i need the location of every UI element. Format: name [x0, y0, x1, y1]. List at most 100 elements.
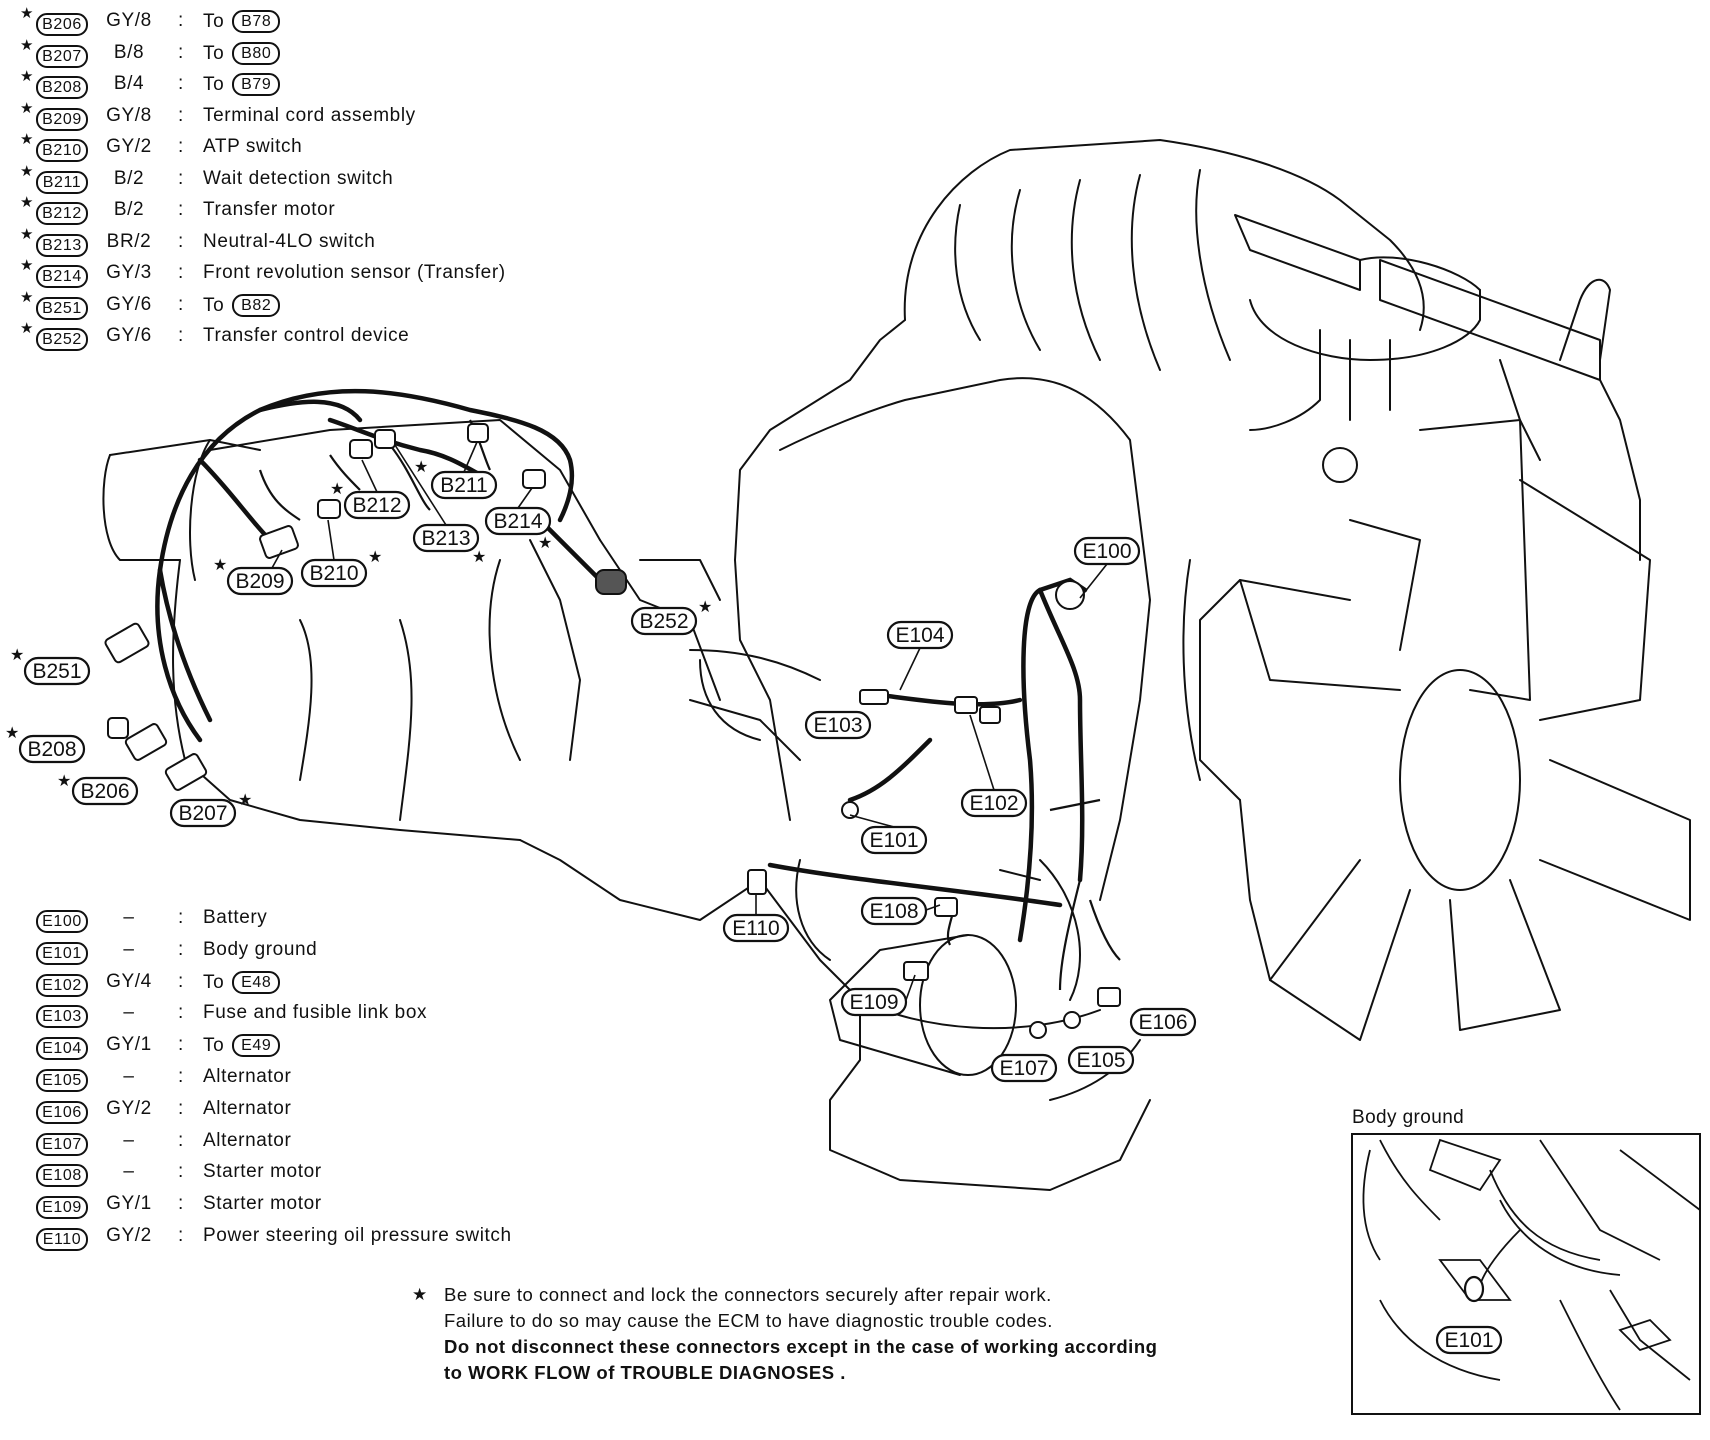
legend-connector-id: B208 [36, 76, 88, 99]
legend-description: Terminal cord assembly [203, 105, 416, 127]
legend-connector-id: B252 [36, 328, 88, 351]
legend-description: To B80 [203, 41, 281, 65]
legend-description-text: Alternator [203, 1129, 292, 1151]
legend-description-text: Starter motor [203, 1161, 322, 1183]
legend-star: ★ [20, 287, 35, 306]
legend-description: Body ground [203, 939, 317, 961]
svg-text:★: ★ [57, 771, 71, 790]
legend-star: ★ [20, 319, 35, 337]
legend-description-text: Battery [203, 907, 268, 928]
legend-wire-color: GY/1 [106, 1193, 152, 1215]
legend-wire-color: GY/1 [106, 1034, 152, 1056]
legend-description-text: Fuse and fusible link box [203, 1002, 428, 1024]
svg-text:★: ★ [5, 723, 19, 742]
legend-wire-color: – [123, 1129, 135, 1151]
legend-description-text: To [203, 42, 225, 64]
legend-reference-connector: B80 [232, 41, 281, 65]
svg-text:★: ★ [10, 645, 24, 664]
legend-star: ★ [20, 98, 35, 117]
callout-b252: B252 [630, 606, 698, 636]
legend-description-text: To [203, 971, 225, 993]
svg-text:★: ★ [538, 533, 552, 552]
svg-text:E107: E107 [999, 1057, 1048, 1080]
legend-description-text: To [203, 11, 225, 32]
legend-wire-color: GY/8 [106, 10, 152, 31]
legend-wire-color: BR/2 [106, 230, 152, 252]
svg-text:B251: B251 [32, 660, 81, 683]
inset-body-ground: E101 [1351, 1133, 1701, 1415]
legend-connector-id: B213 [36, 233, 88, 257]
legend-separator: : [178, 1193, 184, 1215]
legend-separator: : [178, 10, 184, 31]
legend-description: Neutral-4LO switch [203, 231, 375, 253]
svg-text:E101: E101 [1444, 1329, 1493, 1352]
legend-connector-id: E100 [36, 910, 88, 933]
legend-description-text: Starter motor [203, 1193, 322, 1215]
svg-text:★: ★ [414, 457, 428, 476]
svg-text:★: ★ [330, 479, 344, 498]
legend-description: Alternator [203, 1066, 291, 1088]
svg-text:★: ★ [472, 547, 486, 566]
legend-connector-id: E102 [36, 973, 88, 997]
cooling-fan [1199, 419, 1691, 1041]
legend-description-text: Transfer motor [203, 199, 336, 220]
legend-wire-color: – [123, 938, 135, 960]
legend-star: ★ [20, 130, 35, 148]
legend-wire-color: GY/6 [106, 293, 152, 315]
legend-separator: : [178, 1129, 184, 1151]
legend-description-text: To [203, 294, 225, 316]
legend-reference-connector: B82 [232, 293, 281, 317]
svg-text:B252: B252 [639, 610, 688, 633]
svg-text:B210: B210 [309, 562, 358, 585]
legend-star: ★ [20, 67, 35, 85]
callout-e105: E105 [1067, 1045, 1135, 1075]
legend-separator: : [178, 104, 184, 126]
callout-b208: B208 [18, 734, 86, 764]
legend-wire-color: B/2 [113, 167, 145, 189]
callout-e102: E102 [960, 788, 1028, 818]
svg-text:E100: E100 [1082, 540, 1131, 563]
legend-wire-color: GY/8 [106, 104, 152, 126]
callout-e108: E108 [860, 896, 928, 926]
svg-text:B211: B211 [440, 474, 488, 497]
legend-separator: : [178, 1002, 184, 1024]
legend-reference-connector: B79 [232, 73, 281, 96]
note-line-2: Failure to do so may cause the ECM to ha… [444, 1310, 1053, 1331]
engine-block-outline [734, 139, 1641, 1191]
legend-connector-id: E104 [36, 1037, 88, 1061]
legend-connector-id: B214 [36, 265, 88, 288]
callout-e110: E110 [722, 913, 790, 943]
legend-star: ★ [20, 35, 35, 54]
legend-description-text: Power steering oil pressure switch [203, 1225, 512, 1246]
svg-text:B213: B213 [421, 527, 470, 550]
note-line-3: Do not disconnect these connectors excep… [444, 1336, 1158, 1357]
legend-wire-color: GY/4 [106, 970, 152, 992]
legend-description-text: Transfer control device [203, 325, 410, 346]
legend-separator: : [178, 1097, 184, 1119]
legend-wire-color: B/2 [113, 199, 145, 220]
svg-text:E108: E108 [869, 900, 918, 923]
legend-connector-id: B206 [36, 13, 88, 36]
legend-separator: : [178, 1161, 184, 1183]
legend-connector-id: E107 [36, 1132, 88, 1156]
legend-separator: : [178, 199, 184, 220]
legend-wire-color: GY/2 [106, 1225, 152, 1246]
legend-wire-color: – [123, 907, 135, 928]
legend-connector-id: E110 [36, 1228, 88, 1251]
legend-separator: : [178, 230, 184, 252]
callout-e103: E103 [804, 710, 872, 740]
svg-text:★: ★ [368, 547, 382, 566]
callout-b206: B206 [71, 776, 139, 806]
legend-star: ★ [20, 161, 35, 180]
legend-wire-color: – [123, 1002, 135, 1024]
legend-wire-color: – [123, 1066, 135, 1087]
legend-separator: : [178, 136, 184, 157]
legend-description-text: ATP switch [203, 136, 303, 157]
callout-b251: B251 [23, 656, 91, 686]
svg-text:E101: E101 [869, 829, 918, 852]
legend-reference-connector: E49 [232, 1034, 281, 1058]
legend-separator: : [178, 907, 184, 928]
